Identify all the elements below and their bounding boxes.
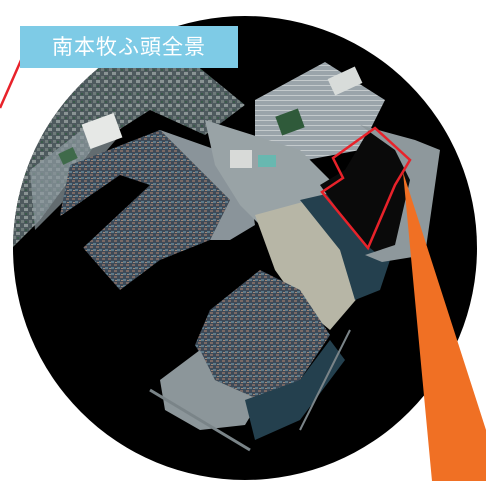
white-building-north [327,66,363,96]
south-breakwater-basin [245,340,345,440]
pointer-line-left [0,57,24,109]
central-land [205,120,335,225]
north-pier [255,62,385,165]
white-warehouse [81,112,123,150]
breakwater-east [299,329,351,431]
container-terminal-south [195,270,330,400]
city-district [13,60,245,250]
green-park [275,108,305,136]
title-badge: 南本牧ふ頭全景 [20,26,238,68]
orange-pointer [403,172,486,481]
breakwater [149,388,251,452]
canal [40,175,150,270]
white-roof-building [230,150,252,168]
container-terminal-north [60,130,230,290]
highlighted-area-outline [320,126,412,251]
teal-roof-building [258,155,276,167]
green-field [58,147,78,165]
